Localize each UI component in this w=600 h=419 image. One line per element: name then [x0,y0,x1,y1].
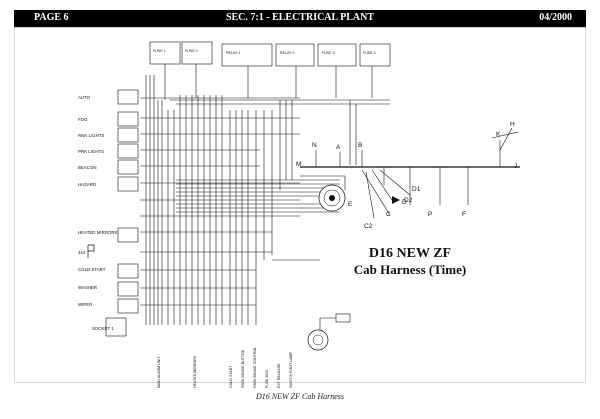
label-washer: WASHER [78,285,97,290]
wire-bundle [140,55,520,332]
connector-fuse-4 [359,43,391,67]
letter-j: J [514,163,517,170]
label-fuse-2: FUSE 2 [185,49,198,53]
socket-1-box [105,317,127,337]
connector-fuse-2 [181,41,213,65]
connector-fuse-3 [317,43,357,67]
switch-wiper [117,298,139,314]
page-header: PAGE 6 SEC. 7:1 - ELECTRICAL PLANT 04/20… [14,10,586,27]
connector-relay-1 [221,43,273,67]
diagram-frame [14,27,586,383]
label-prk-lights: PRK LIGHTS [78,149,104,154]
top-connector-labels: FUSE 1 FUSE 2 RELAY 1 RELAY 2 FUSE 3 FUS… [153,49,376,55]
bottom-label-park-brake-control: PARK BRAKE CONTROL [253,347,257,388]
switch-beacon [117,159,139,175]
connector-d-marker [392,196,400,204]
bottom-label-park-brake-button: PARK BRAKE BUTTON [241,349,245,388]
left-switch-group [87,89,139,337]
label-fuse-3: FUSE 3 [322,51,335,55]
page-number: PAGE 6 [34,12,69,23]
solenoid-connector [307,313,351,351]
letter-d2: D2 [404,197,413,204]
bottom-label-main-alarm: MAIN ALARM UNIT [157,356,161,388]
label-rnk-lights: RNK LIGHTS [78,133,104,138]
left-switch-labels: AUTO FOG RNK LIGHTS PRK LIGHTS BEACON HA… [78,95,118,331]
label-cold-start: COLD START [78,267,106,272]
label-socket-1: SOCKET 1 [92,326,114,331]
letter-c2: C2 [364,223,373,230]
diagram-title-line1: D16 NEW ZF [368,246,452,261]
connector-fuse-1 [149,41,181,65]
label-wiper: WIPER [78,302,92,307]
switch-heated-mirrors [117,227,139,243]
central-connector [318,184,346,212]
label-heated-mirrors: HEATED MIRRORS [78,230,118,235]
letter-p: P [428,211,432,218]
label-relay-1: RELAY 1 [226,51,240,55]
switch-washer [117,281,139,297]
letter-n: N [312,142,317,149]
letter-c: C [386,211,391,218]
diagram-title-line2: Cab Harness (Time) [353,262,467,277]
bottom-label-ext-release: EXT RELEASE [277,363,281,388]
top-connectors [149,41,391,67]
letter-d: D [402,199,407,206]
label-hazard: HAZARD [78,182,96,187]
four-by-four-symbol [87,244,95,258]
figure-caption: D16 NEW ZF Cab Harness [255,392,344,401]
letter-k: K [496,131,501,138]
letter-b: B [358,142,362,149]
bottom-label-heated-mirrors: HEATED MIRRORS [193,355,197,388]
label-beacon: BEACON [78,165,97,170]
letter-d1: D1 [412,186,421,193]
bottom-label-fuse-box: FUSE BOX [265,369,269,388]
connector-relay-2 [275,43,315,67]
label-fog: FOG [78,117,88,122]
harness-letters: N A B H M J E D D1 D2 C C2 P F K [296,121,517,230]
label-auto: AUTO [78,95,91,100]
label-fuse-4: FUSE 4 [363,51,376,55]
letter-e: E [348,201,353,208]
bottom-label-switch-foot-lamp: SWITCH FOOT LAMP [289,352,293,388]
letter-f: F [462,211,466,218]
label-4x4: 4x4 [78,250,86,255]
diagram-title: D16 NEW ZF Cab Harness (Time) [340,246,480,278]
label-fuse-1: FUSE 1 [153,49,166,53]
switch-cold-start [117,263,139,279]
letter-a: A [336,144,341,151]
switch-hazard [117,176,139,192]
switch-fog [117,111,139,127]
letter-m: M [296,161,301,168]
switch-rnk-lights [117,127,139,143]
switch-auto [117,89,139,105]
letter-h: H [510,121,515,128]
bottom-labels: MAIN ALARM UNIT HEATED MIRRORS COLD STAR… [157,347,293,388]
switch-prk-lights [117,143,139,159]
revision-date: 04/2000 [539,12,572,23]
label-relay-2: RELAY 2 [280,51,294,55]
bottom-label-cold-start: COLD START [229,365,233,388]
section-title: SEC. 7:1 - ELECTRICAL PLANT [225,12,375,23]
